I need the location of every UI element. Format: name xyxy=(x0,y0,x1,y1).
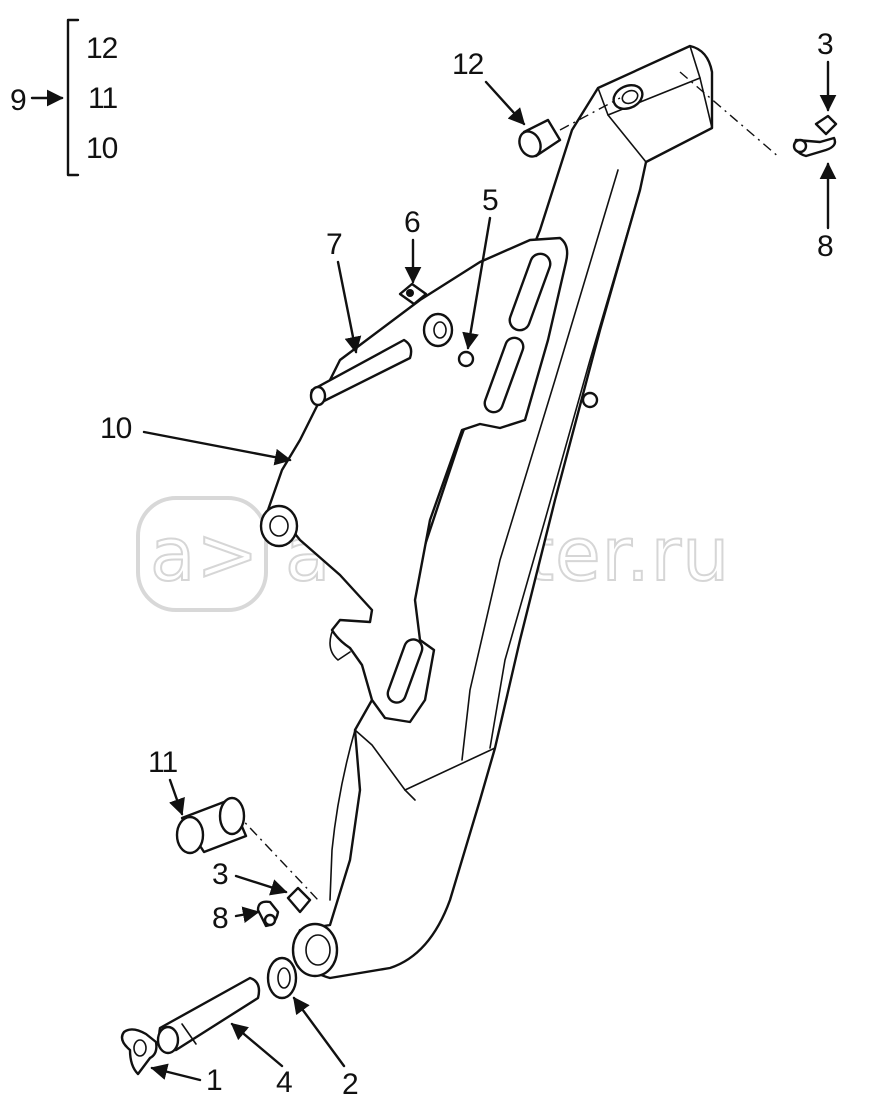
part-1-snap-ring xyxy=(120,1028,158,1076)
part-8-clip-top xyxy=(792,136,837,158)
callout-4-label: 4 xyxy=(276,1066,292,1099)
callout-10-label: 10 xyxy=(100,412,132,445)
callout-5: 5 xyxy=(462,184,499,350)
callout-7-label: 7 xyxy=(326,228,342,261)
centerline-bottom xyxy=(234,811,319,901)
boom-arm xyxy=(259,44,714,980)
callout-3-top-label: 3 xyxy=(817,28,833,61)
callout-8-bottom-label: 8 xyxy=(212,902,228,935)
part-3-fitting-bottom xyxy=(286,886,312,914)
callout-8-top: 8 xyxy=(817,162,837,263)
part-washer xyxy=(422,312,454,348)
callout-8-top-label: 8 xyxy=(817,230,833,263)
part-4-pin xyxy=(156,976,261,1055)
callout-4: 4 xyxy=(230,1022,293,1099)
group-item-10: 10 xyxy=(86,132,118,165)
callout-2-label: 2 xyxy=(342,1068,358,1101)
callout-12-label: 12 xyxy=(452,48,484,81)
callout-6-label: 6 xyxy=(404,206,420,239)
callout-1: 1 xyxy=(150,1063,223,1097)
group-label: 9 xyxy=(10,84,26,117)
callout-11-label: 11 xyxy=(148,746,177,779)
callout-3-bottom: 3 xyxy=(212,858,288,896)
callout-8-bottom: 8 xyxy=(212,902,260,935)
group-bracket: 9 12 11 10 xyxy=(10,18,119,177)
part-11-bushing xyxy=(175,796,248,855)
watermark-logo-frame xyxy=(136,496,268,612)
group-item-11: 11 xyxy=(88,82,117,115)
callout-6: 6 xyxy=(404,206,422,284)
callout-7: 7 xyxy=(326,228,362,354)
callout-11: 11 xyxy=(148,746,185,816)
callout-5-label: 5 xyxy=(482,184,498,217)
callout-3-bottom-label: 3 xyxy=(212,858,228,891)
part-12-bushing xyxy=(518,118,562,158)
callout-3-top: 3 xyxy=(817,28,837,112)
part-3-fitting-top xyxy=(814,114,838,136)
watermark-logo: a> xyxy=(150,512,259,598)
part-8-clip-bottom xyxy=(256,900,280,928)
callout-2: 2 xyxy=(292,996,359,1101)
part-7-pin xyxy=(309,338,413,407)
callout-10: 10 xyxy=(100,412,292,466)
group-item-12: 12 xyxy=(86,32,118,65)
callout-1-label: 1 xyxy=(206,1064,222,1097)
part-6-bolt xyxy=(398,282,428,306)
callout-12: 12 xyxy=(452,48,526,126)
part-2-washer xyxy=(266,956,298,1000)
part-5-nut xyxy=(457,350,475,368)
